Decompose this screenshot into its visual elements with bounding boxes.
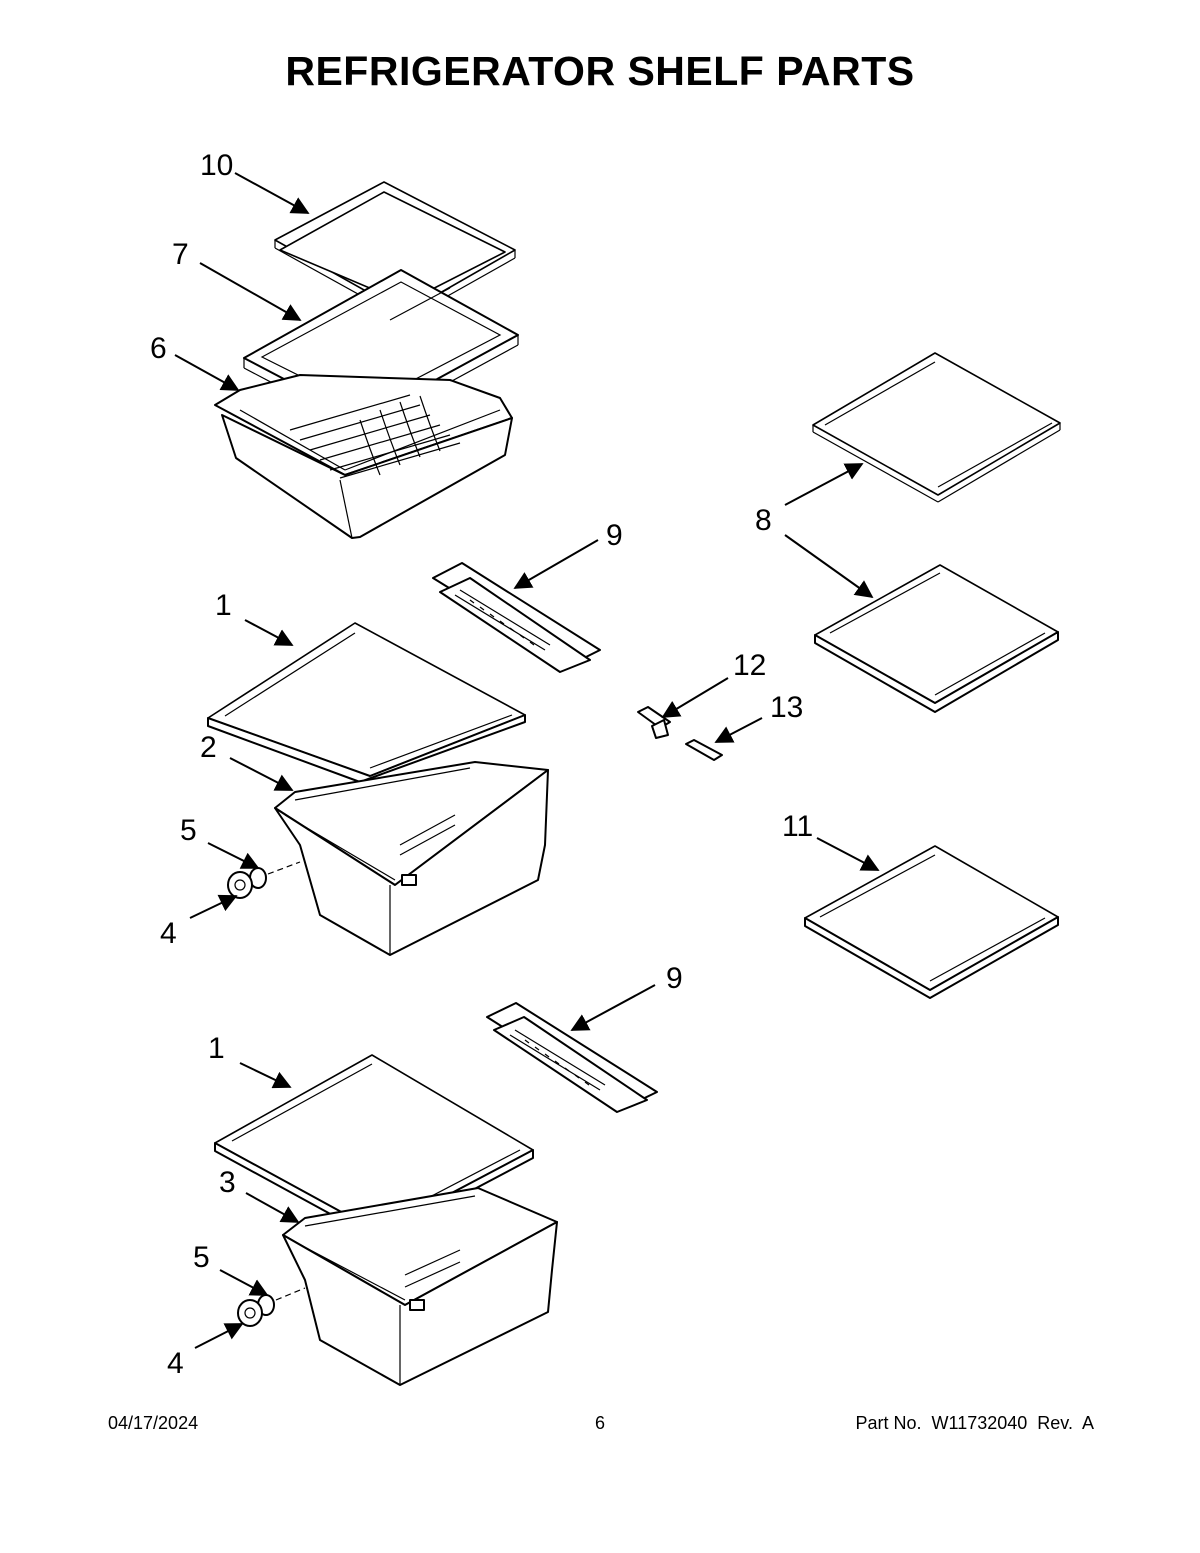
part-12-clip: [637, 706, 671, 739]
footer-page-number: 6: [594, 1413, 605, 1433]
footer-date: 04/17/2024: [108, 1413, 199, 1433]
part-13-clip: [685, 739, 723, 761]
footer-part-number: Part No. W11732040 Rev. A: [855, 1413, 1094, 1433]
callout-2: 2: [200, 731, 217, 764]
callout-6: 6: [150, 332, 167, 365]
callout-8: 8: [755, 504, 772, 537]
callout-12: 12: [733, 649, 766, 682]
page-title: REFRIGERATOR SHELF PARTS: [285, 48, 915, 94]
callout-4-lower: 4: [167, 1347, 184, 1380]
callout-9-upper: 9: [606, 519, 623, 552]
callout-1-upper: 1: [215, 589, 232, 622]
callout-9-lower: 9: [666, 962, 683, 995]
part-8-glass-shelf-upper: [812, 352, 1061, 503]
part-3-crisper-drawer: [282, 1187, 558, 1386]
callout-13: 13: [770, 691, 803, 724]
part-4-drawer-axle-lower: [237, 1299, 263, 1327]
callout-5-upper: 5: [180, 814, 197, 847]
callout-7: 7: [172, 238, 189, 271]
part-4-drawer-axle-upper: [227, 871, 253, 899]
callout-11: 11: [782, 810, 813, 843]
part-9-shelf-rail-lower: [486, 1002, 658, 1113]
part-1-crisper-shelf-upper: [207, 622, 526, 783]
leader-arrows: [174, 172, 880, 1349]
callout-labels: 10 7 6 9 8 1 12 13 2 5 4 11 9 1 3 5 4: [150, 149, 813, 1380]
part-2-crisper-drawer: [274, 761, 549, 956]
callout-3: 3: [219, 1166, 236, 1199]
callout-4-upper: 4: [160, 917, 177, 950]
part-8-glass-shelf-lower: [814, 564, 1059, 713]
part-6-crisper-drawer: [214, 374, 513, 539]
part-9-shelf-rail-upper: [432, 562, 601, 673]
callout-5-lower: 5: [193, 1241, 210, 1274]
callout-1-lower: 1: [208, 1032, 225, 1065]
part-11-glass-shelf: [804, 845, 1059, 999]
callout-10: 10: [200, 149, 233, 182]
